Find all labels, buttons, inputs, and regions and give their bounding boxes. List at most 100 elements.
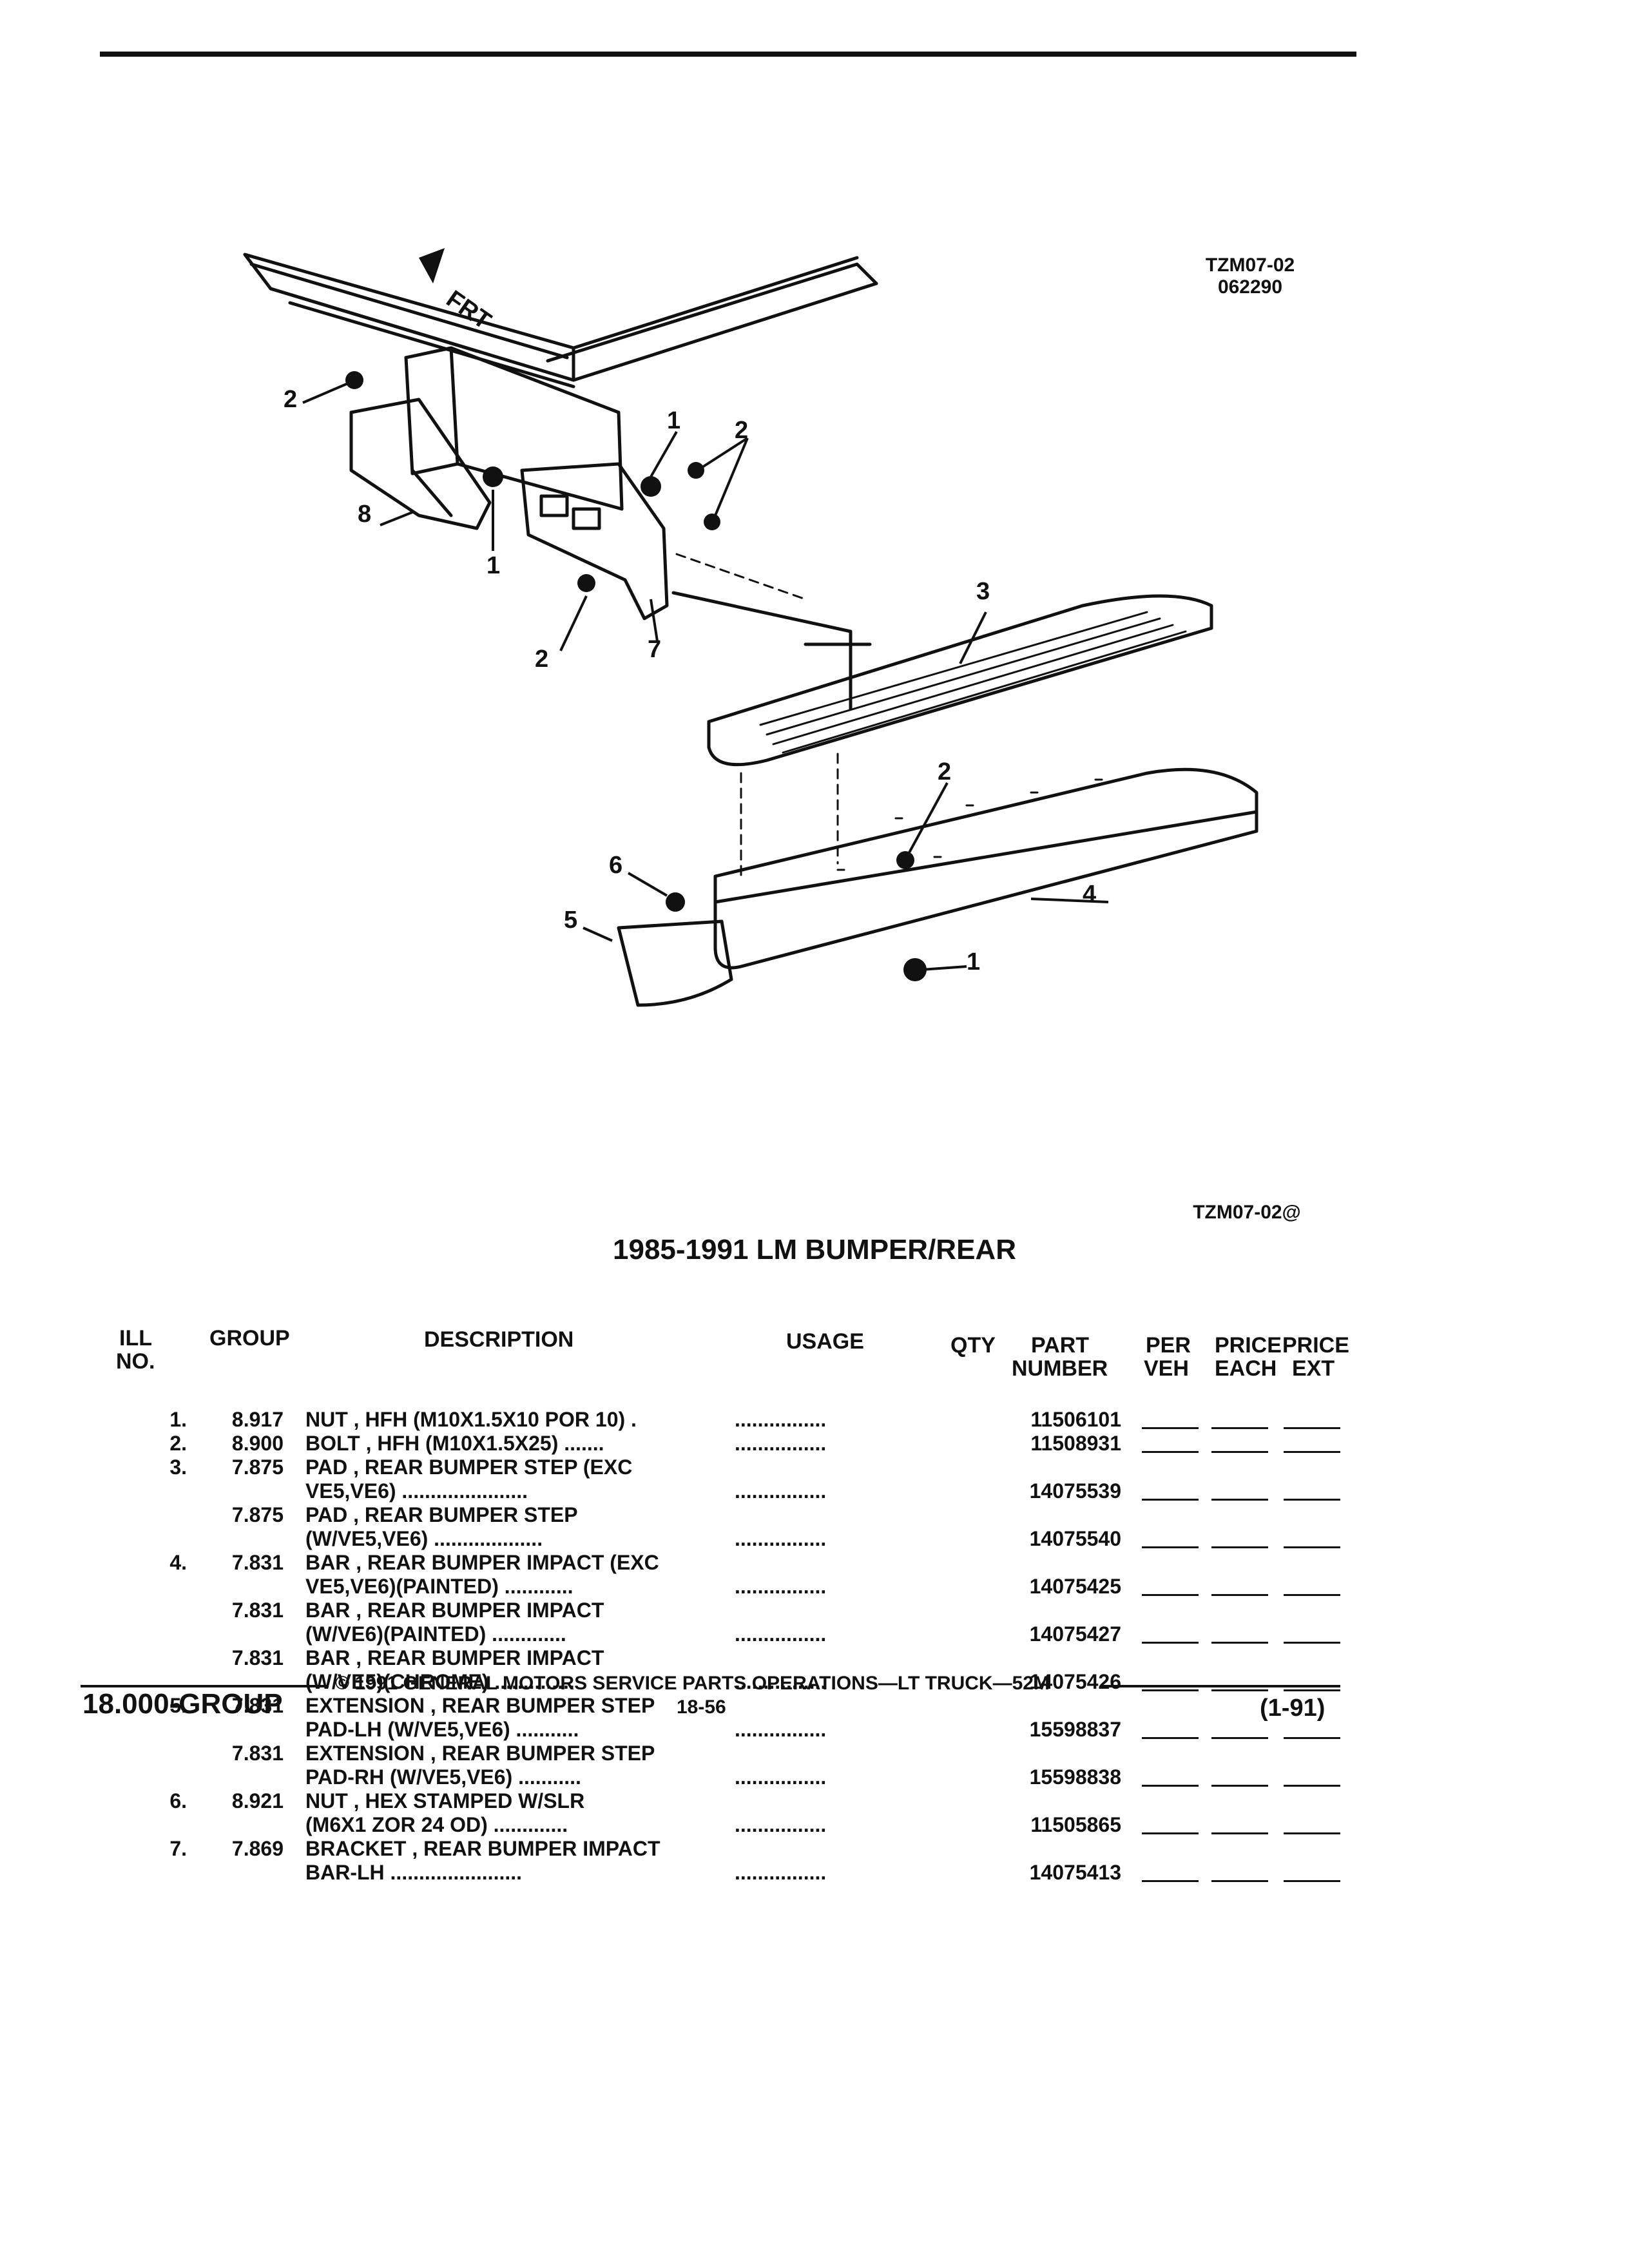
description-cont: PAD-LH (W/VE5,VE6) ........... <box>305 1718 579 1741</box>
blank-price-line <box>1211 1499 1268 1501</box>
description: BAR , REAR BUMPER IMPACT <box>305 1646 604 1669</box>
group-number: 7.831 <box>231 1694 284 1717</box>
figure-code: TZM07-02 <box>1205 255 1295 276</box>
blank-price-line <box>1284 1737 1340 1739</box>
blank-price-line <box>1211 1832 1268 1834</box>
usage: ................ <box>735 1861 827 1884</box>
ill-number: 4. <box>169 1551 187 1574</box>
callout-3: 3 <box>976 578 990 605</box>
header-ill: ILL <box>119 1326 152 1350</box>
blank-price-line <box>1142 1451 1199 1453</box>
footer-rule-left <box>81 1685 329 1687</box>
footer-group: 18.000-GROUP <box>82 1688 283 1720</box>
blank-price-line <box>1211 1427 1268 1429</box>
description: BAR , REAR BUMPER IMPACT (EXC <box>305 1551 659 1574</box>
description: NUT , HEX STAMPED W/SLR <box>305 1789 585 1812</box>
blank-price-line <box>1211 1737 1268 1739</box>
header-qty: QTY <box>950 1333 996 1358</box>
part-number: 11505865 <box>1030 1813 1121 1836</box>
bolt-2c-icon <box>704 514 720 530</box>
header-number: NUMBER <box>1012 1356 1108 1381</box>
ill-number: 2. <box>169 1432 187 1455</box>
blank-price-line <box>1142 1689 1199 1691</box>
description: EXTENSION , REAR BUMPER STEP <box>305 1694 655 1717</box>
table-row: 2. 8.900 BOLT , HFH (M10X1.5X25) .......… <box>0 1432 1629 1599</box>
blank-price-line <box>1142 1642 1199 1644</box>
blank-price-line <box>1142 1880 1199 1882</box>
blank-price-line <box>1211 1785 1268 1787</box>
header-description: DESCRIPTION <box>424 1327 574 1352</box>
header-usage: USAGE <box>786 1329 864 1354</box>
part-number: 11506101 <box>1030 1408 1121 1431</box>
blank-price-line <box>1211 1642 1268 1644</box>
table-row: 7.875 PAD , REAR BUMPER STEP (W/VE5,VE6)… <box>0 1503 1629 1694</box>
description: PAD , REAR BUMPER STEP <box>305 1503 578 1526</box>
usage: ................ <box>735 1527 827 1550</box>
nut-1b-icon <box>641 476 661 497</box>
blank-price-line <box>1284 1642 1340 1644</box>
impact-bracket <box>520 462 669 620</box>
header-group: GROUP <box>209 1326 290 1350</box>
callout-1a: 1 <box>487 552 500 579</box>
description-cont: VE5,VE6)(PAINTED) ............ <box>305 1575 574 1598</box>
description: EXTENSION , REAR BUMPER STEP <box>305 1742 655 1765</box>
crossmember <box>404 346 624 511</box>
bumper-holes <box>836 778 1103 871</box>
callout-6: 6 <box>609 852 622 879</box>
parts-diagram: FRT 2 8 1 1 2 2 7 3 2 4 1 6 5 <box>243 248 1258 1007</box>
nut-1c-icon <box>903 958 927 981</box>
part-number: 14075426 <box>1029 1670 1121 1693</box>
group-number: 7.875 <box>231 1456 284 1479</box>
description-cont: PAD-RH (W/VE5,VE6) ........... <box>305 1765 581 1789</box>
description-cont: BAR-LH ....................... <box>305 1861 523 1884</box>
group-number: 8.917 <box>231 1408 284 1431</box>
top-rule <box>100 52 1356 57</box>
group-number: 7.831 <box>231 1551 284 1574</box>
description: BRACKET , REAR BUMPER IMPACT <box>305 1837 660 1860</box>
description: BAR , REAR BUMPER IMPACT <box>305 1599 604 1622</box>
table-row: 3. 7.875 PAD , REAR BUMPER STEP (EXC VE5… <box>0 1456 1629 1646</box>
description-cont: (W/VE6)(PAINTED) ............. <box>305 1622 566 1646</box>
header-price-2: PRICE <box>1282 1333 1349 1358</box>
header-each: EACH <box>1215 1356 1277 1381</box>
footer-copyright: © 1991 GENERAL MOTORS SERVICE PARTS OPER… <box>335 1673 1050 1694</box>
blank-price-line <box>1284 1832 1340 1834</box>
group-number: 7.869 <box>231 1837 284 1860</box>
support-line-1 <box>671 591 872 711</box>
usage: ................ <box>735 1813 827 1836</box>
ill-number: 3. <box>169 1456 187 1479</box>
usage: ................ <box>735 1408 827 1431</box>
group-number: 7.831 <box>231 1646 284 1669</box>
header-no: NO. <box>116 1349 155 1374</box>
blank-price-line <box>1211 1689 1268 1691</box>
frame-rail-lower <box>269 262 878 363</box>
callout-2c: 2 <box>535 646 548 673</box>
table-row: 1. 8.917 NUT , HFH (M10X1.5X10 POR 10) .… <box>0 1408 1629 1575</box>
callout-2b: 2 <box>735 417 748 444</box>
group-number: 8.900 <box>231 1432 284 1455</box>
blank-price-line <box>1142 1546 1199 1548</box>
part-number: 11508931 <box>1030 1432 1121 1455</box>
part-number: 14075425 <box>1029 1575 1121 1598</box>
ill-number: 5. <box>169 1694 187 1717</box>
step-pad <box>707 594 1213 767</box>
blank-price-line <box>1284 1880 1340 1882</box>
description-cont: (M6X1 ZOR 24 OD) ............. <box>305 1813 568 1836</box>
blank-price-line <box>1211 1546 1268 1548</box>
usage: ................ <box>735 1479 827 1503</box>
callout-5: 5 <box>564 907 577 934</box>
table-row: 7.831 BAR , REAR BUMPER IMPACT (W/VE5)(C… <box>0 1646 1629 1837</box>
blank-price-line <box>1211 1880 1268 1882</box>
table-row: 7. 7.869 BRACKET , REAR BUMPER IMPACT BA… <box>0 1837 1629 2028</box>
bolt-2d-icon <box>577 574 595 592</box>
front-arrow-icon <box>419 248 445 284</box>
table-row: 7.831 BAR , REAR BUMPER IMPACT (W/VE6)(P… <box>0 1599 1629 1789</box>
blank-price-line <box>1284 1546 1340 1548</box>
usage: ................ <box>735 1718 827 1741</box>
part-number: 14075539 <box>1029 1479 1121 1503</box>
blank-price-line <box>1142 1594 1199 1596</box>
usage: ................ <box>735 1670 827 1693</box>
frame-rail-inner <box>249 262 575 389</box>
usage: ................ <box>735 1432 827 1455</box>
description: BOLT , HFH (M10X1.5X25) ....... <box>305 1432 604 1455</box>
